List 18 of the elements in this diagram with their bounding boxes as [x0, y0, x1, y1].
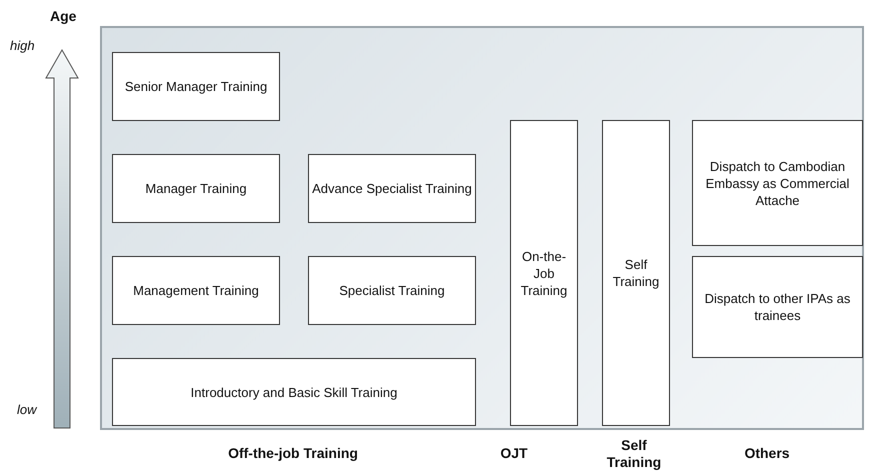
training-box: Specialist Training — [308, 256, 476, 325]
training-column: On-the-Job Training — [510, 120, 578, 426]
training-box: Advance Specialist Training — [308, 154, 476, 223]
training-box: Senior Manager Training — [112, 52, 280, 121]
column-heading: OJT — [500, 445, 528, 461]
axis-title: Age — [50, 8, 76, 24]
column-heading: Off-the-job Training — [228, 445, 358, 461]
column-heading: Others — [744, 445, 790, 461]
training-box: Dispatch to Cambodian Embassy as Commercial Attache — [692, 120, 863, 246]
training-box: Management Training — [112, 256, 280, 325]
training-box: Introductory and Basic Skill Training — [112, 358, 476, 426]
axis-label: low — [17, 402, 37, 417]
axis-label: high — [10, 38, 35, 53]
training-column: Self Training — [602, 120, 670, 426]
training-box: Dispatch to other IPAs as trainees — [692, 256, 863, 358]
panel-background — [100, 26, 864, 430]
training-box: Manager Training — [112, 154, 280, 223]
column-heading: Self Training — [606, 437, 662, 471]
